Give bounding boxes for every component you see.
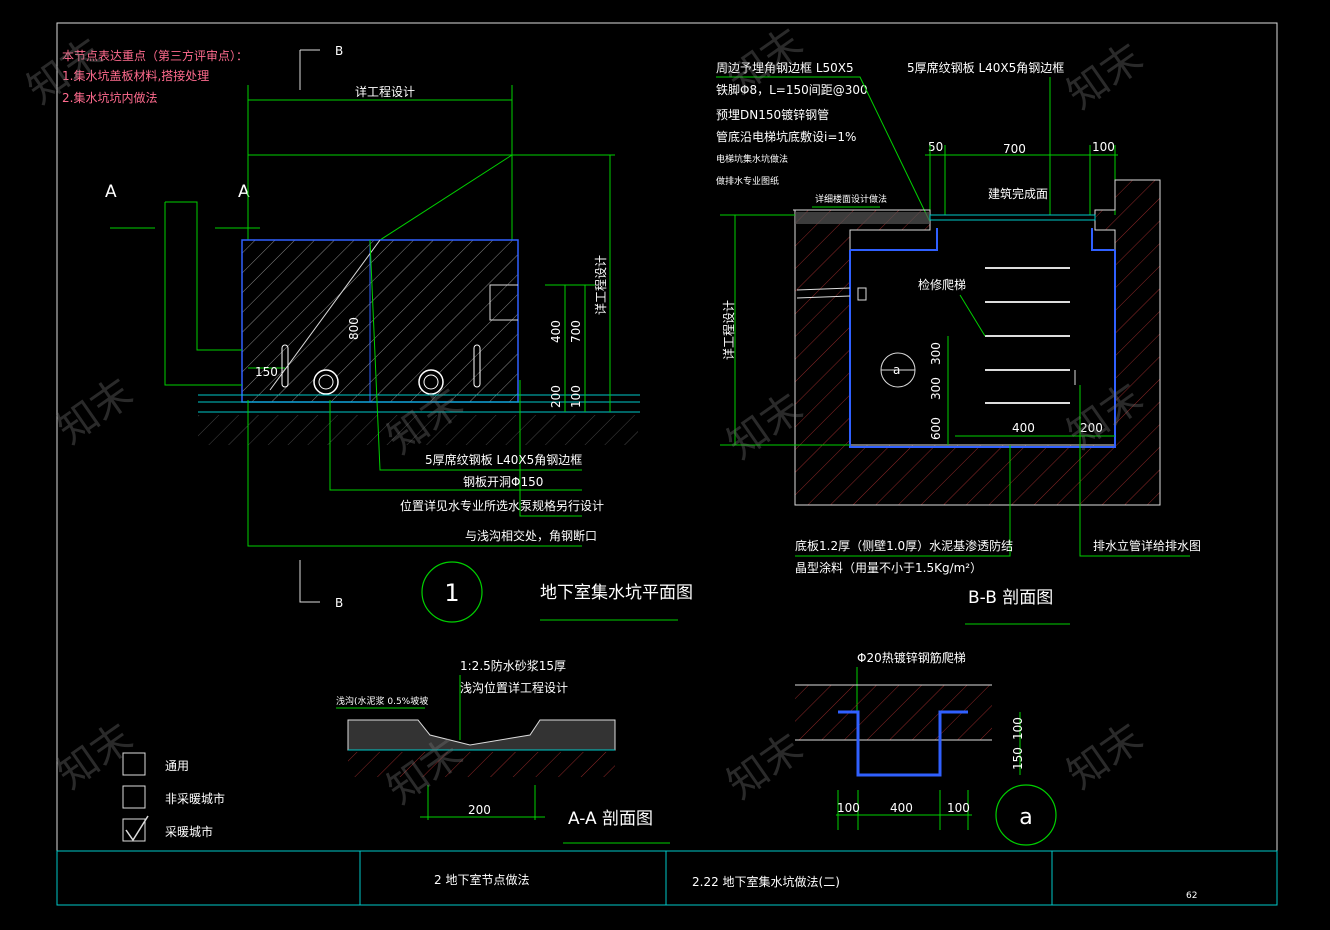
detail-a-dim-100v: 100 (1011, 717, 1025, 740)
legend-item-3: 采暖城市 (165, 824, 213, 839)
detail-a-dim-100b: 100 (947, 801, 970, 815)
plan-label-3: 位置详见水专业所选水泵规格另行设计 (400, 498, 604, 513)
bb-label-5: 电梯坑集水坑做法 (716, 153, 788, 165)
plan-dim-800: 800 (347, 317, 361, 340)
bb-dim-600: 600 (929, 417, 943, 440)
bb-dim-left: 详工程设计 (721, 300, 736, 360)
bb-title: B-B 剖面图 (968, 588, 1053, 608)
legend-item-1: 通用 (165, 759, 189, 773)
section-b-top-label: B (335, 44, 343, 58)
detail-a-marker: a (1019, 805, 1032, 830)
bb-label-top-right: 5厚席纹钢板 L40X5角钢边框 (907, 60, 1064, 75)
plan-dim-top: 详工程设计 (355, 84, 415, 99)
bb-label-1: 周边予埋角钢边框 L50X5 (716, 61, 854, 75)
bb-slope-note: 详细楼面设计做法 (815, 193, 887, 205)
legend-box-2[interactable] (122, 785, 146, 809)
bb-dim-50: 50 (928, 140, 943, 154)
bb-label-6: 做排水专业图纸 (716, 175, 779, 187)
plan-dim-150: 150 (255, 365, 278, 379)
watermark: 知末 (1059, 35, 1151, 119)
detail-a-label: Φ20热镀锌钢筋爬梯 (857, 650, 966, 665)
aa-label-1: 1:2.5防水砂浆15厚 (460, 658, 566, 673)
plan-label-1: 5厚席纹钢板 L40X5角钢边框 (425, 452, 582, 467)
legend-box-3[interactable] (122, 818, 146, 842)
bb-finish-floor: 建筑完成面 (988, 186, 1048, 201)
title-block-cell-2: 2.22 地下室集水坑做法(二) (692, 874, 840, 889)
section-bb: 周边予埋角钢边框 L50X5 铁脚Φ8，L=150间距@300 预埋DN150镀… (716, 60, 1201, 625)
bb-bottom-label-2: 晶型涂料（用量不小于1.5Kg/m²） (795, 560, 982, 575)
detail-a-dim-100a: 100 (837, 801, 860, 815)
title-block: 2 地下室节点做法 2.22 地下室集水坑做法(二) 62 (56, 850, 1278, 906)
detail-a-dim-150: 150 (1011, 747, 1025, 770)
bb-right-label: 排水立管详给排水图 (1093, 538, 1201, 553)
plan-view: B B A A 详工程设计 150 (105, 44, 693, 623)
notes-heading: 本节点表达重点（第三方评审点）： (62, 48, 248, 63)
plan-dim-700: 700 (569, 320, 583, 343)
detail-a: Φ20热镀锌钢筋爬梯 100 150 100 400 100 a (795, 650, 1057, 846)
page-number: 62 (1186, 891, 1197, 901)
bb-dim-300b: 300 (929, 377, 943, 400)
bb-dim-100: 100 (1092, 140, 1115, 154)
bb-bottom-label-1: 底板1.2厚（侧壁1.0厚）水泥基渗透防结 (795, 538, 1013, 553)
plan-label-2: 钢板开洞Φ150 (463, 475, 543, 489)
bb-dim-400: 400 (1012, 421, 1035, 435)
bb-dim-200: 200 (1080, 421, 1103, 435)
plan-dim-100: 100 (569, 385, 583, 408)
legend: 通用 非采暖城市 采暖城市 (122, 752, 225, 842)
bb-ladder-label: 检修爬梯 (918, 277, 966, 292)
plan-title: 地下室集水坑平面图 (540, 583, 693, 603)
section-b-bottom-label: B (335, 596, 343, 610)
checkmark-icon (125, 815, 149, 842)
aa-title: A-A 剖面图 (568, 809, 653, 829)
bb-dim-300a: 300 (929, 342, 943, 365)
plan-label-4: 与浅沟相交处，角钢断口 (465, 528, 597, 543)
bb-label-2: 铁脚Φ8，L=150间距@300 (716, 82, 868, 97)
plan-dim-400: 400 (549, 320, 563, 343)
aa-label-left: 浅沟(水泥浆 0.5%坡坡 (336, 695, 428, 707)
plan-number: 1 (444, 579, 459, 607)
plan-dim-200: 200 (549, 385, 563, 408)
watermark: 知末 (1059, 715, 1151, 799)
notes-item-1: 1.集水坑盖板材料,搭接处理 (62, 68, 209, 83)
watermark: 知末 (49, 370, 141, 454)
aa-label-2: 浅沟位置详工程设计 (460, 680, 568, 695)
section-a-left-label: A (105, 182, 117, 202)
plan-dim-right: 详工程设计 (593, 255, 608, 315)
section-a-right-label: A (238, 182, 250, 202)
bb-label-4: 管底沿电梯坑底敷设i=1% (716, 129, 856, 144)
bb-marker: a (893, 363, 900, 377)
title-block-cell-1: 2 地下室节点做法 (434, 872, 529, 887)
detail-a-dim-400: 400 (890, 801, 913, 815)
legend-item-2: 非采暖城市 (165, 791, 225, 806)
section-aa: 1:2.5防水砂浆15厚 浅沟位置详工程设计 浅沟(水泥浆 0.5%坡坡 200… (336, 658, 670, 844)
legend-box-1[interactable] (122, 752, 146, 776)
bb-dim-700: 700 (1003, 142, 1026, 156)
notes-item-2: 2.集水坑坑内做法 (62, 90, 157, 105)
aa-dim-200: 200 (468, 803, 491, 817)
bb-label-3: 预埋DN150镀锌钢管 (716, 107, 829, 122)
